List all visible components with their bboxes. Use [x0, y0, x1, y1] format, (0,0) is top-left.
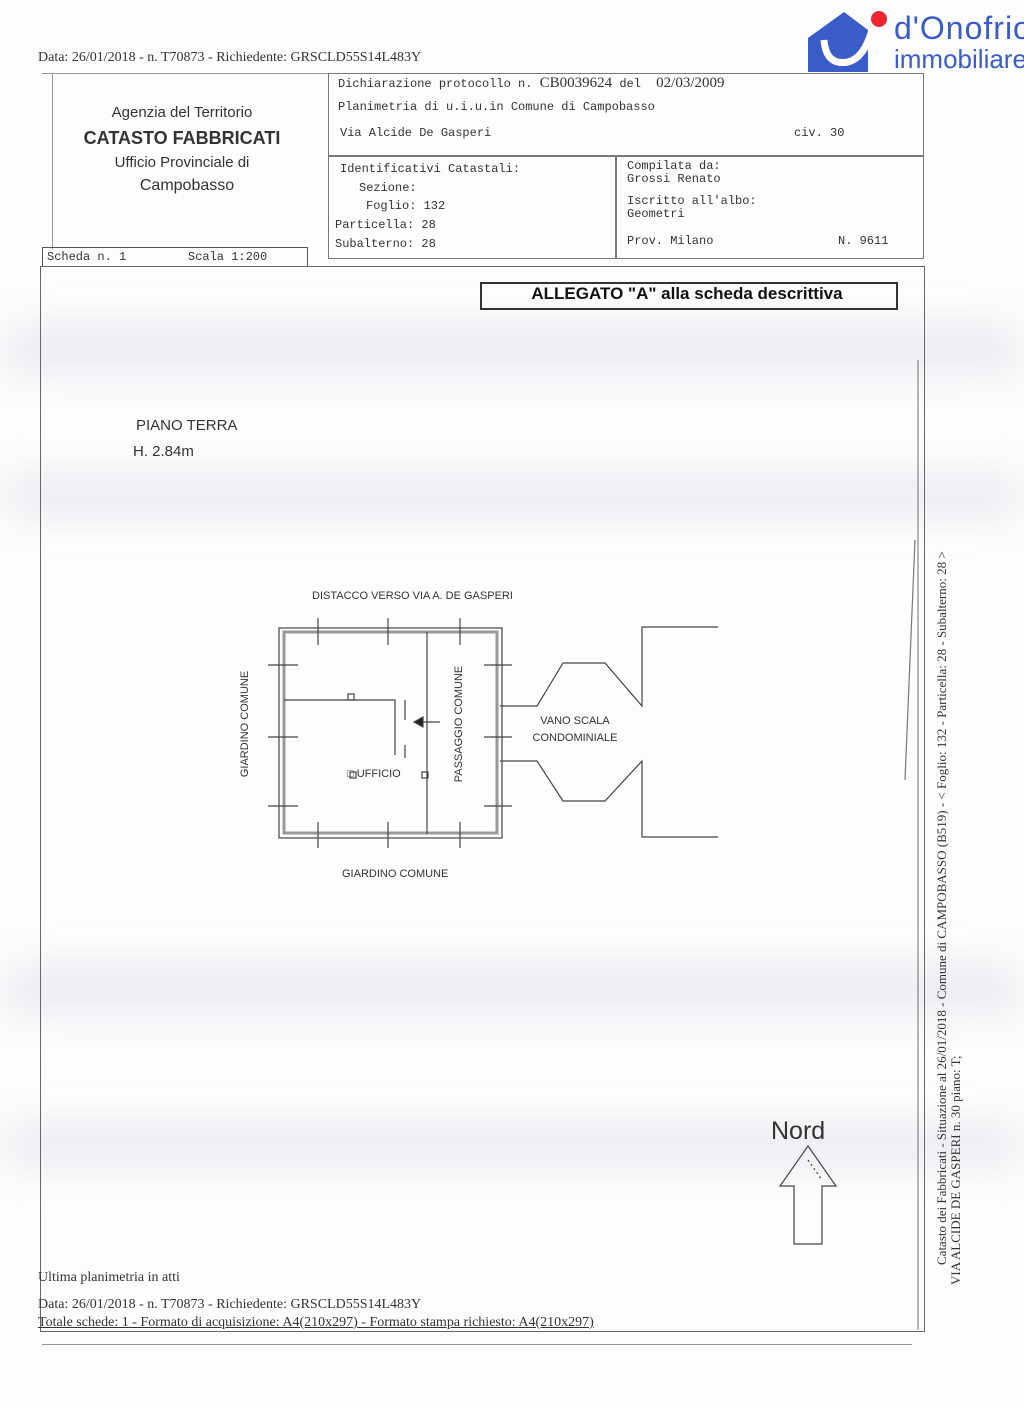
agency-office: Ufficio Provinciale di: [114, 154, 250, 171]
label-giardino-left: GIARDINO COMUNE: [239, 670, 251, 778]
footer-totale: Totale schede: 1 - Formato di acquisizio…: [38, 1315, 594, 1330]
agency-city: Campobasso: [139, 177, 235, 194]
logo-name: d'Onofrio: [894, 10, 1024, 46]
label-distacco: DISTACCO VERSO VIA A. DE GASPERI: [312, 590, 513, 602]
stair-outline-top: [500, 626, 718, 708]
scheda-number: Scheda n. 1: [47, 250, 127, 264]
planimetria-line: Planimetria di u.i.u.in Comune di Campob…: [338, 100, 655, 114]
agency-catasto: CATASTO FABBRICATI: [83, 128, 281, 148]
house-logo-icon: [808, 11, 887, 72]
drawing-frame: [40, 266, 925, 1332]
protocol-label: Dichiarazione protocollo n.: [338, 77, 533, 91]
protocol-date: 02/03/2009: [656, 75, 725, 91]
side-text-2: VIA ALCIDE DE GASPERI n. 30 piano: T;: [948, 1055, 963, 1285]
header-line: Data: 26/01/2018 - n. T70873 - Richieden…: [38, 50, 422, 65]
scan-smear: [0, 320, 1024, 380]
label-passaggio: PASSAGGIO COMUNE: [453, 665, 465, 783]
building-outline: [278, 627, 503, 839]
office-wall: [284, 699, 396, 755]
floor-height: H. 2.84m: [133, 443, 194, 460]
floor-name: PIANO TERRA: [136, 417, 238, 434]
footer-data: Data: 26/01/2018 - n. T70873 - Richieden…: [38, 1297, 422, 1312]
scan-smear: [0, 470, 1024, 520]
label-giardino-bottom: GIARDINO COMUNE: [342, 868, 449, 880]
scan-smear: [0, 1120, 1024, 1170]
label-vano-scala: VANO SCALA: [540, 715, 610, 727]
address: Via Alcide De Gasperi: [340, 126, 492, 140]
logo-subtitle: immobiliare: [894, 44, 1024, 74]
north-arrow-icon: [778, 1144, 838, 1245]
particella: Particella: 28: [335, 218, 436, 232]
label-condominiale: CONDOMINIALE: [532, 732, 618, 744]
scheda-scale: Scala 1:200: [188, 250, 268, 264]
registration-number: N. 9611: [838, 234, 889, 248]
frame-line: [52, 73, 53, 249]
stair-outline-bottom: [500, 759, 718, 838]
frame-line: [42, 1344, 912, 1345]
scan-smear: [0, 960, 1024, 1020]
albo-value: Geometri: [627, 207, 685, 221]
protocol-line: Dichiarazione protocollo n. CB0039624 de…: [338, 75, 725, 92]
footer-last: Ultima planimetria in atti: [38, 1270, 180, 1285]
sezione: Sezione:: [359, 181, 417, 195]
compiler-box: [615, 155, 924, 259]
compiler-name: Grossi Renato: [627, 172, 721, 186]
albo-label: Iscritto all'albo:: [627, 194, 757, 208]
civic-number: civ. 30: [794, 126, 845, 140]
label-ufficio: □ UFFICIO: [347, 768, 401, 780]
identifiers-box: [328, 155, 617, 259]
north-label: Nord: [771, 1117, 826, 1145]
identifiers-title: Identificativi Catastali:: [340, 162, 521, 176]
protocol-del: del: [619, 77, 641, 91]
province: Prov. Milano: [627, 234, 714, 248]
protocol-number: CB0039624: [539, 75, 613, 91]
foglio: Foglio: 132: [366, 199, 446, 213]
declaration-box: [328, 73, 924, 157]
subalterno: Subalterno: 28: [335, 237, 436, 251]
agency-name: Agenzia del Territorio: [111, 104, 253, 121]
allegato-title: ALLEGATO "A" alla scheda descrittiva: [531, 284, 843, 303]
compiler-label: Compilata da:: [627, 159, 721, 173]
allegato-box: [480, 282, 898, 310]
office-name: UFFICIO: [356, 768, 401, 780]
logo: d'Onofrio immobiliare: [808, 10, 1024, 74]
